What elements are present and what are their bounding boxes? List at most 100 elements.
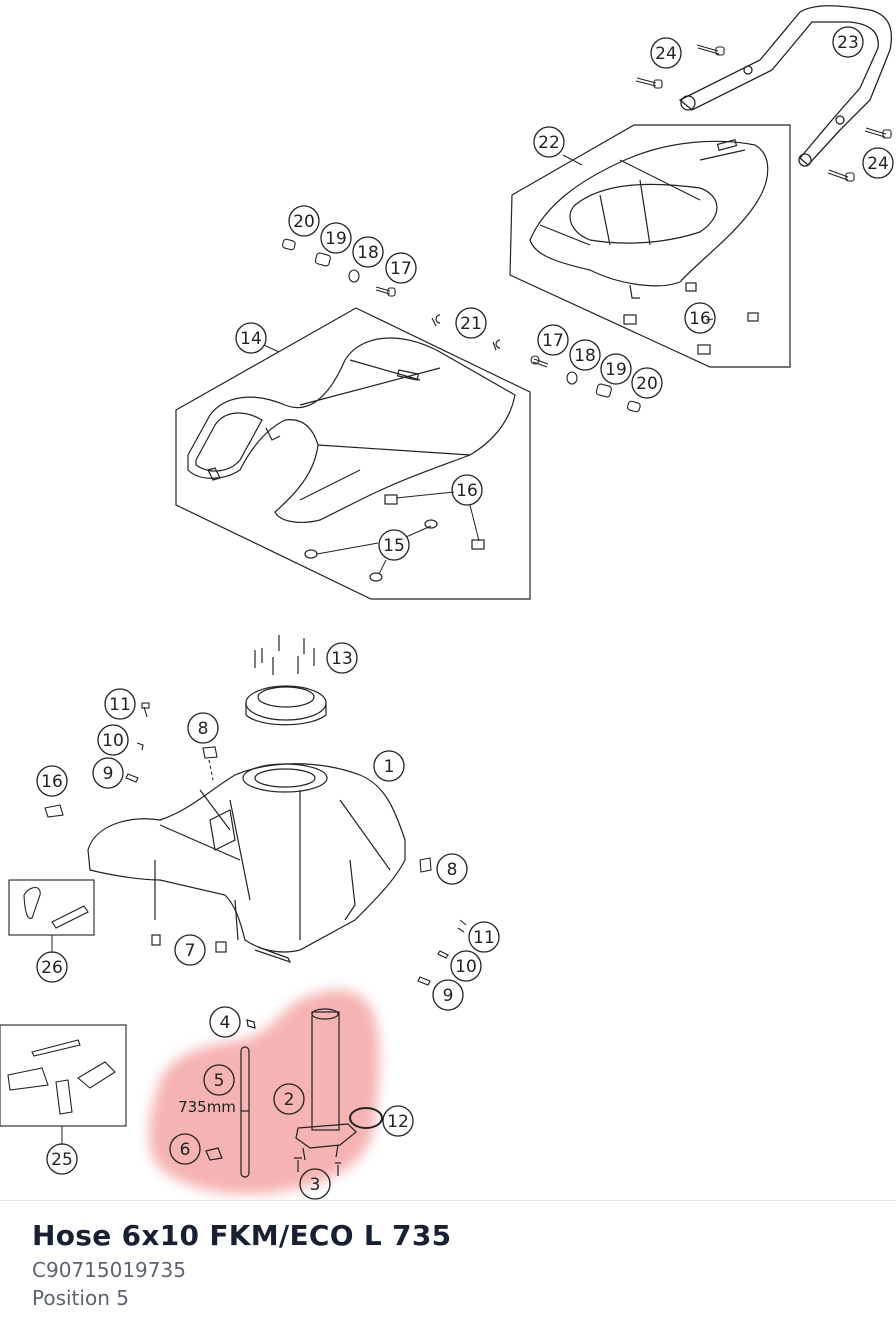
callout-11: 11	[104, 688, 136, 720]
callout-number: 20	[636, 374, 658, 394]
callout-8: 8	[436, 853, 468, 885]
callout-circle	[832, 26, 864, 58]
callout-number: 15	[383, 536, 405, 556]
callout-circle	[104, 688, 136, 720]
callout-circle	[174, 934, 206, 966]
callout-circle	[382, 1105, 414, 1137]
callout-labels: 2423222420191817142117181920161615131181…	[36, 26, 894, 1200]
callout-16: 16	[36, 765, 68, 797]
callout-circle	[326, 642, 358, 674]
callout-circle	[92, 757, 124, 789]
exploded-parts-diagram: 2423222420191817142117181920161615131181…	[0, 5, 894, 1200]
callout-number: 25	[51, 1150, 73, 1170]
callout-circle	[684, 302, 716, 334]
passenger-seat-group	[509, 124, 791, 368]
callout-7: 7	[174, 934, 206, 966]
filler-cap	[245, 635, 327, 726]
part-position: Position 5	[32, 1286, 129, 1310]
callout-11: 11	[468, 921, 500, 953]
callout-circle	[352, 236, 384, 268]
callout-circle	[169, 1133, 201, 1165]
callout-circle	[436, 853, 468, 885]
callout-26: 26	[36, 951, 68, 983]
callout-circle	[36, 765, 68, 797]
callout-circle	[320, 222, 352, 254]
callout-number: 26	[41, 958, 63, 978]
callout-circle	[203, 1064, 235, 1096]
callout-number: 17	[542, 331, 564, 351]
callout-circle	[631, 367, 663, 399]
callout-number: 4	[220, 1013, 231, 1033]
callout-14: 14	[235, 322, 267, 354]
callout-circle	[97, 724, 129, 756]
callout-circle	[537, 324, 569, 356]
callout-number: 11	[109, 695, 131, 715]
callout-number: 16	[456, 481, 478, 501]
callout-circle	[36, 951, 68, 983]
callout-number: 11	[473, 928, 495, 948]
callout-21: 21	[455, 307, 487, 339]
callout-18: 18	[569, 339, 601, 371]
grab-handle	[678, 5, 893, 167]
callout-number: 7	[185, 941, 196, 961]
inset-26	[8, 879, 95, 936]
callout-number: 20	[293, 212, 315, 232]
callout-circle	[533, 126, 565, 158]
tank-hardware	[44, 702, 467, 986]
part-number: C90715019735	[32, 1258, 186, 1282]
callout-19: 19	[600, 353, 632, 385]
callout-number: 8	[447, 860, 458, 880]
callout-number: 13	[331, 649, 353, 669]
callout-circle	[650, 37, 682, 69]
callout-10: 10	[450, 950, 482, 982]
inset-25	[0, 1024, 127, 1127]
callout-16: 16	[684, 302, 716, 334]
part-info-footer: Hose 6x10 FKM/ECO L 735 C90715019735 Pos…	[0, 1200, 896, 1336]
part-name: Hose 6x10 FKM/ECO L 735	[32, 1219, 452, 1252]
callout-circle	[46, 1143, 78, 1175]
callout-6: 6	[169, 1133, 201, 1165]
callout-10: 10	[97, 724, 129, 756]
callout-circle	[235, 322, 267, 354]
callout-circle	[373, 750, 405, 782]
fuel-tank	[87, 763, 406, 964]
callout-circle	[450, 950, 482, 982]
callout-9: 9	[432, 979, 464, 1011]
callout-circle	[299, 1168, 331, 1200]
callout-number: 23	[837, 33, 859, 53]
callout-circle	[288, 205, 320, 237]
callout-circle	[862, 147, 894, 179]
callout-2: 2	[273, 1083, 305, 1115]
callout-24: 24	[862, 147, 894, 179]
callout-number: 24	[867, 154, 889, 174]
callout-number: 18	[357, 243, 379, 263]
hose-length-label: 735mm	[178, 1098, 236, 1116]
callout-25: 25	[46, 1143, 78, 1175]
callout-8: 8	[187, 712, 219, 744]
callout-number: 19	[325, 229, 347, 249]
callout-circle	[209, 1006, 241, 1038]
callout-18: 18	[352, 236, 384, 268]
callout-number: 10	[102, 731, 124, 751]
callout-number: 9	[103, 764, 114, 784]
fuel-pump-group	[205, 1008, 383, 1178]
callout-number: 3	[310, 1175, 321, 1195]
callout-circle	[451, 474, 483, 506]
callout-circle	[378, 529, 410, 561]
callout-circle	[600, 353, 632, 385]
callout-number: 17	[390, 259, 412, 279]
callout-number: 1	[384, 757, 395, 777]
callout-number: 19	[605, 360, 627, 380]
callout-number: 14	[240, 329, 262, 349]
callout-1: 1	[373, 750, 405, 782]
selected-group-highlight	[148, 989, 380, 1195]
callout-number: 18	[574, 346, 596, 366]
callout-16: 16	[451, 474, 483, 506]
callout-number: 22	[538, 133, 560, 153]
callout-number: 9	[443, 986, 454, 1006]
seat-hardware	[282, 238, 641, 413]
callout-17: 17	[537, 324, 569, 356]
callout-9: 9	[92, 757, 124, 789]
callout-number: 16	[41, 772, 63, 792]
callout-5: 5	[203, 1064, 235, 1096]
